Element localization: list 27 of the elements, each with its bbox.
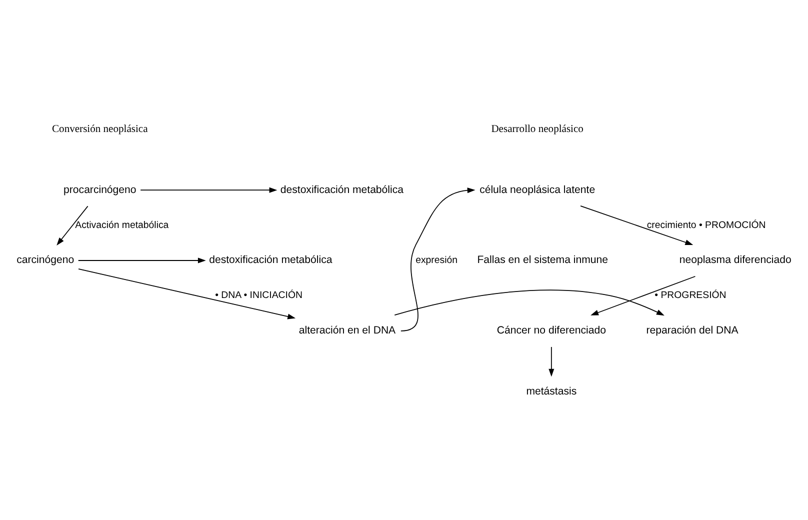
edge-label: Activación metabólica [75,219,169,230]
arrow [394,289,664,316]
edge-label: crecimiento • PROMOCIÓN [646,219,766,230]
label: Conversión neoplásica [52,124,148,135]
node-text: carcinógeno [16,254,74,266]
arrow [548,346,554,376]
edge-label: expresión [416,254,458,266]
node-text: metástasis [526,384,577,397]
node-text: neoplasma diferenciado [679,254,792,266]
node-text: Cáncer no diferenciado [496,324,606,336]
node-text: destoxificación metabólica [280,183,404,196]
node-text: destoxificación metabólica [209,254,332,266]
label: Fallas en el sistema inmune [477,254,608,266]
node-text: célula neoplásica latente [480,183,596,196]
arrow [580,205,694,245]
arrow [78,268,296,319]
arrow [56,205,88,245]
edge-label: • PROGRESIÓN [654,290,726,301]
node-text: alteración en el DNA [298,324,396,336]
arrow [590,275,696,315]
label: Desarrollo neoplásico [491,124,584,135]
arrow [78,257,206,263]
node-text: reparación del DNA [646,324,738,336]
arrow [400,187,476,331]
edge-label: • DNA • INICIACIÓN [215,290,302,301]
node-text: procarcinógeno [64,183,136,196]
arrow [140,186,278,192]
